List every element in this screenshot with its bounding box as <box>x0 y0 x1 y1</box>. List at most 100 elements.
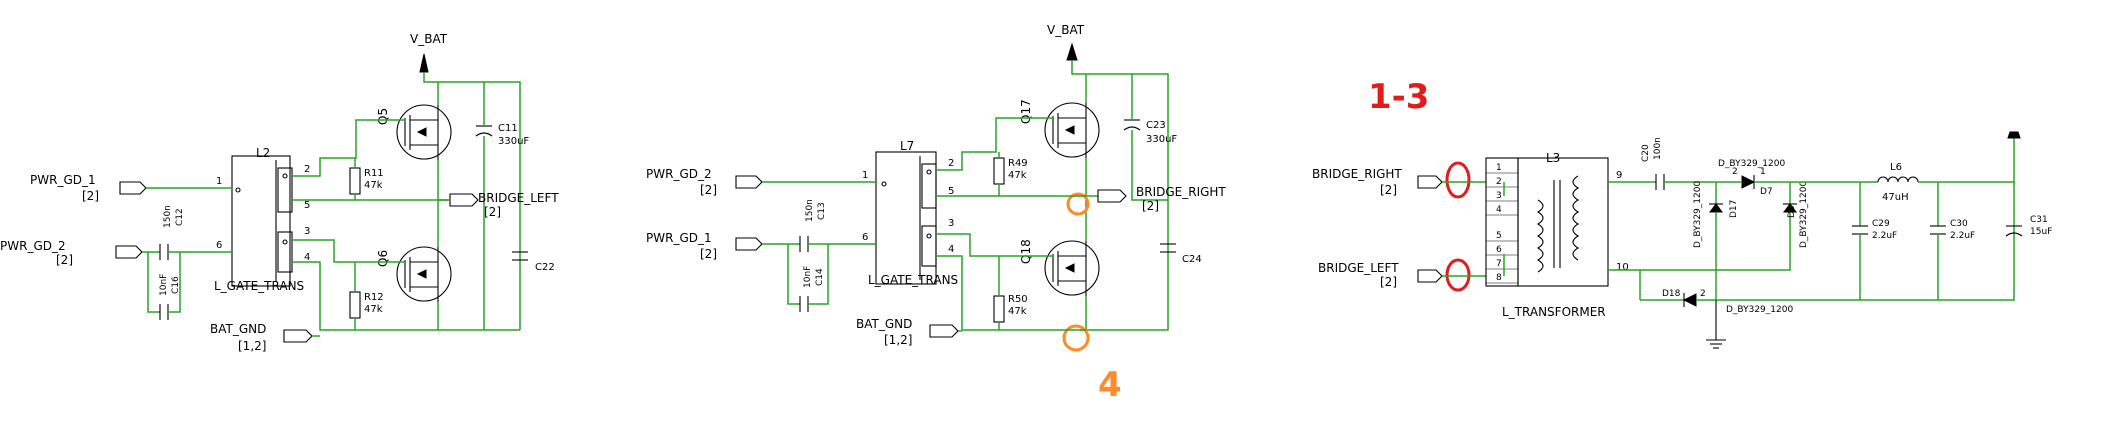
bridge-left-label: BRIDGE_LEFT <box>478 191 559 205</box>
r11-value: 47k <box>364 180 383 191</box>
pwr-gd-1-port <box>119 181 147 195</box>
d18-pin-2: 2 <box>1700 289 1706 299</box>
c16-ref: C16 <box>171 276 181 294</box>
d7-pin-1: 1 <box>1760 167 1766 177</box>
l6-ref: L6 <box>1890 162 1902 173</box>
c30-value: 2.2uF <box>1950 231 1975 241</box>
l3-pin-3: 3 <box>1496 191 1502 201</box>
q6-ref: Q6 <box>376 250 390 267</box>
r11-ref: R11 <box>364 168 384 179</box>
l7-pin-3: 3 <box>948 218 954 229</box>
vbat-label: V_BAT <box>410 32 448 46</box>
q17-mosfet <box>1044 102 1100 158</box>
pwr-gd-1-ref-m: [2] <box>700 247 717 261</box>
q18-mosfet <box>1044 240 1100 296</box>
vbat-arrow-icon <box>419 53 429 73</box>
c11-value: 330uF <box>498 136 529 147</box>
bat-gnd-ref-2: [1,2] <box>884 333 912 347</box>
c23-ref: C23 <box>1146 120 1166 131</box>
bat-gnd-label: BAT_GND <box>210 322 266 336</box>
l3-pin-1: 1 <box>1496 163 1502 173</box>
c31-value: 15uF <box>2030 227 2052 237</box>
l3-pin-9: 9 <box>1616 170 1622 181</box>
l2-pin-2: 2 <box>304 164 310 175</box>
r12-ref: R12 <box>364 292 384 303</box>
d8-ref: D8 <box>1787 205 1797 218</box>
pwr-gd-2-label: PWR_GD_2 <box>0 239 66 253</box>
c12-ref: C12 <box>175 208 185 226</box>
bridge-right-in-ref: [2] <box>1380 183 1397 197</box>
r50-resistor <box>993 295 1005 323</box>
l3-transformer <box>1517 157 1609 287</box>
l2-transformer <box>231 155 291 287</box>
l3-pin-5: 5 <box>1496 231 1502 241</box>
c29-ref: C29 <box>1872 219 1890 229</box>
l2-ref: L2 <box>256 146 270 160</box>
q17-ref: Q17 <box>1019 99 1033 124</box>
d8-part: D_BY329_1200 <box>1799 181 1809 248</box>
l3-pin-4: 4 <box>1496 205 1502 215</box>
bat-gnd-label-2: BAT_GND <box>856 317 912 331</box>
l3-pin-2: 2 <box>1496 177 1502 187</box>
bridge-left-in-ref: [2] <box>1380 275 1397 289</box>
l7-pin-1: 1 <box>862 170 868 181</box>
c11-ref: C11 <box>498 123 518 134</box>
c29-value: 2.2uF <box>1872 231 1897 241</box>
c14-ref: C14 <box>815 268 825 286</box>
d18-part: D_BY329_1200 <box>1726 305 1793 315</box>
q18-ref: Q18 <box>1019 239 1033 264</box>
l2-pin-4: 4 <box>304 252 310 263</box>
bridge-left-in-label: BRIDGE_LEFT <box>1318 261 1399 275</box>
bridge-left-port <box>449 193 479 207</box>
d7-pin-2: 2 <box>1732 167 1738 177</box>
orange-marker-midpoint <box>1066 192 1090 216</box>
red-marker-right <box>1445 161 1471 199</box>
q6-mosfet <box>396 246 452 302</box>
pwr-gd-1-port-m <box>735 237 763 251</box>
c31-ref: C31 <box>2030 215 2048 225</box>
l3-pin-10: 10 <box>1616 262 1629 273</box>
r50-ref: R50 <box>1008 294 1028 305</box>
c24-ref: C24 <box>1182 254 1202 265</box>
c13-value: 150n <box>805 199 815 222</box>
l7-pin-5: 5 <box>948 186 954 197</box>
c22-ref: C22 <box>535 262 555 273</box>
c20-value: 100n <box>1653 137 1663 160</box>
c12-value: 150n <box>163 205 173 228</box>
orange-marker-gnd <box>1062 324 1090 352</box>
bat-gnd-ref: [1,2] <box>238 339 266 353</box>
l2-type: L_GATE_TRANS <box>214 279 304 293</box>
q5-ref: Q5 <box>376 108 390 125</box>
l2-pin-1: 1 <box>216 176 222 187</box>
middle-half-bridge: V_BAT C23 330uF C24 Q17 Q18 <box>646 23 1226 405</box>
pwr-gd-2-port-m <box>735 175 763 189</box>
l3-pin-7: 7 <box>1496 259 1502 269</box>
r49-value: 47k <box>1008 170 1027 181</box>
r12-value: 47k <box>364 304 383 315</box>
l2-pin-3: 3 <box>304 226 310 237</box>
r50-value: 47k <box>1008 306 1027 317</box>
bridge-right-in-label: BRIDGE_RIGHT <box>1312 167 1402 181</box>
pwr-gd-1-ref: [2] <box>82 189 99 203</box>
l3-pin-block <box>1485 157 1519 287</box>
c13-ref: C13 <box>817 202 827 220</box>
rectifier-stage: 1-3 BRIDGE_RIGHT [2] BRIDGE_LEFT [2] L3 … <box>1312 77 2052 349</box>
c30-ref: C30 <box>1950 219 1968 229</box>
step-1-3-label: 1-3 <box>1368 77 1429 117</box>
bridge-right-label: BRIDGE_RIGHT <box>1136 185 1226 199</box>
red-marker-left <box>1445 258 1471 292</box>
l2-pin-5: 5 <box>304 200 310 211</box>
vbat-label-2: V_BAT <box>1047 23 1085 37</box>
d7-part: D_BY329_1200 <box>1718 159 1785 169</box>
l7-type: L_GATE_TRANS <box>868 273 958 287</box>
d17-part: D_BY329_1200 <box>1693 181 1703 248</box>
c14-value: 10nF <box>803 266 813 288</box>
r11-resistor <box>349 167 361 195</box>
l3-ref: L3 <box>1546 151 1560 165</box>
vbat-arrow-icon-2 <box>1066 42 1078 61</box>
l7-pin-2: 2 <box>948 158 954 169</box>
bridge-right-in-port <box>1417 175 1443 189</box>
c20-ref: C20 <box>1641 144 1651 162</box>
